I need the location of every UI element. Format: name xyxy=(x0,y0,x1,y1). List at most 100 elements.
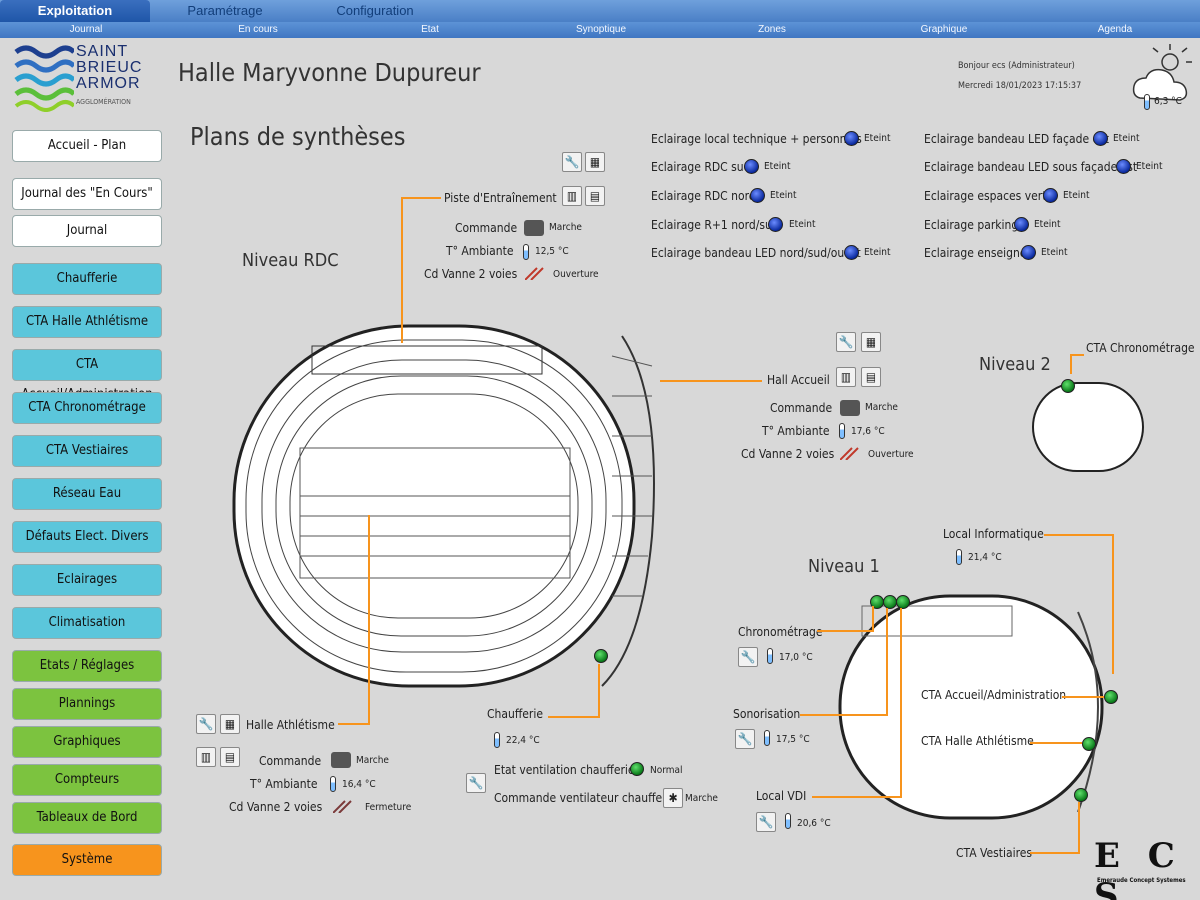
light-lamp-icon[interactable] xyxy=(1043,188,1058,203)
nav-chaufferie[interactable]: Chaufferie xyxy=(12,263,162,295)
wrench-icon[interactable]: 🔧 xyxy=(562,152,582,172)
light-label: Eclairage R+1 nord/sud xyxy=(651,218,779,232)
light-state: Eteint xyxy=(864,247,891,258)
calendar-icon[interactable]: ▦ xyxy=(585,152,605,172)
chart-icon[interactable]: ▥ xyxy=(836,367,856,387)
table-icon[interactable]: ▤ xyxy=(220,747,240,767)
building-title: Halle Maryvonne Dupureur xyxy=(178,58,481,87)
local-vdi-label[interactable]: Local VDI xyxy=(756,789,807,803)
wrench-icon[interactable]: 🔧 xyxy=(756,812,776,832)
vdi-status-lamp[interactable] xyxy=(896,595,910,609)
nav-systeme[interactable]: Système xyxy=(12,844,162,876)
sono-status-lamp[interactable] xyxy=(883,595,897,609)
switch-icon[interactable] xyxy=(524,220,544,236)
cta-vestiaires-status-lamp[interactable] xyxy=(1074,788,1088,802)
thermometer-icon xyxy=(785,813,791,829)
nav-cta-vestiaires[interactable]: CTA Vestiaires xyxy=(12,435,162,467)
callout-line xyxy=(812,608,902,798)
nav-journal[interactable]: Journal xyxy=(12,215,162,247)
wrench-icon[interactable]: 🔧 xyxy=(735,729,755,749)
sono-temp: 17,5 °C xyxy=(776,734,810,745)
chart-icon[interactable]: ▥ xyxy=(562,186,582,206)
tab-configuration[interactable]: Configuration xyxy=(336,3,414,18)
nav-plannings[interactable]: Plannings xyxy=(12,688,162,720)
tab-parametrage[interactable]: Paramétrage xyxy=(187,3,263,18)
chronometrage-label[interactable]: Chronométrage xyxy=(738,625,823,639)
wrench-icon[interactable]: 🔧 xyxy=(738,647,758,667)
light-lamp-icon[interactable] xyxy=(750,188,765,203)
nav-graphiques[interactable]: Graphiques xyxy=(12,726,162,758)
light-lamp-icon[interactable] xyxy=(768,217,783,232)
chart-icon[interactable]: ▥ xyxy=(196,747,216,767)
light-state: Eteint xyxy=(1113,133,1140,144)
label-vanne: Cd Vanne 2 voies xyxy=(229,800,323,814)
table-icon[interactable]: ▤ xyxy=(861,367,881,387)
table-icon[interactable]: ▤ xyxy=(585,186,605,206)
weather-widget: 6,3 °C xyxy=(1132,42,1192,114)
cta-chronometrage-label[interactable]: CTA Chronométrage xyxy=(1086,341,1195,355)
nav-tableaux-de-bord[interactable]: Tableaux de Bord xyxy=(12,802,162,834)
cta-accueil-status-lamp[interactable] xyxy=(1104,690,1118,704)
wrench-icon[interactable]: 🔧 xyxy=(196,714,216,734)
callout-line xyxy=(1044,534,1114,674)
subtab-agenda[interactable]: Agenda xyxy=(1097,24,1133,35)
nav-eclairages[interactable]: Eclairages xyxy=(12,564,162,596)
light-lamp-icon[interactable] xyxy=(844,131,859,146)
light-state: Eteint xyxy=(1041,247,1068,258)
nav-defauts-elect[interactable]: Défauts Elect. Divers xyxy=(12,521,162,553)
tab-exploitation[interactable]: Exploitation xyxy=(0,0,150,22)
subtab-en-cours[interactable]: En cours xyxy=(238,24,278,35)
switch-icon[interactable] xyxy=(840,400,860,416)
cta-halle-status-lamp[interactable] xyxy=(1082,737,1096,751)
ecs-logo: E C S xyxy=(1094,836,1183,900)
zone-halle-title[interactable]: Halle Athlétisme xyxy=(246,718,335,732)
callout-line xyxy=(817,606,874,632)
calendar-icon[interactable]: ▦ xyxy=(220,714,240,734)
light-label: Eclairage bandeau LED sous façade est xyxy=(924,160,1138,174)
wrench-icon[interactable]: 🔧 xyxy=(466,773,486,793)
sonorisation-label[interactable]: Sonorisation xyxy=(733,707,801,721)
nav-cta-accueil-administration[interactable]: CTA Accueil/Administration xyxy=(12,349,162,402)
switch-icon[interactable] xyxy=(331,752,351,768)
weather-temp: 6,3 °C xyxy=(1154,96,1182,107)
chaufferie-temp-value: 22,4 °C xyxy=(506,735,540,746)
nav-etats-reglages[interactable]: Etats / Réglages xyxy=(12,650,162,682)
subtab-synoptique[interactable]: Synoptique xyxy=(575,24,627,35)
zone-hall-title[interactable]: Hall Accueil xyxy=(767,373,830,387)
subtab-journal[interactable]: Journal xyxy=(69,24,103,35)
zone-chaufferie-title[interactable]: Chaufferie xyxy=(487,707,544,721)
cta-vestiaires-label[interactable]: CTA Vestiaires xyxy=(956,846,1033,860)
rdc-plan-drawing xyxy=(232,324,655,688)
cta-halle-label[interactable]: CTA Halle Athlétisme xyxy=(921,734,1034,748)
piste-temp-value: 12,5 °C xyxy=(535,246,569,257)
zone-piste-title[interactable]: Piste d'Entraînement xyxy=(444,191,557,205)
subtab-graphique[interactable]: Graphique xyxy=(920,24,968,35)
callout-line xyxy=(1030,802,1080,854)
nav-accueil-plan[interactable]: Accueil - Plan xyxy=(12,130,162,162)
callout-line xyxy=(338,515,370,725)
local-informatique-label[interactable]: Local Informatique xyxy=(943,527,1044,541)
light-label: Eclairage enseigne xyxy=(924,246,1027,260)
light-lamp-icon[interactable] xyxy=(844,245,859,260)
nav-cta-halle-athletisme[interactable]: CTA Halle Athlétisme xyxy=(12,306,162,338)
nav-cta-chronometrage[interactable]: CTA Chronométrage xyxy=(12,392,162,424)
light-lamp-icon[interactable] xyxy=(1093,131,1108,146)
fan-icon[interactable]: ✱ xyxy=(663,788,683,808)
nav-journal-en-cours[interactable]: Journal des "En Cours" xyxy=(12,178,162,210)
nav-climatisation[interactable]: Climatisation xyxy=(12,607,162,639)
nav-reseau-eau[interactable]: Réseau Eau xyxy=(12,478,162,510)
wrench-icon[interactable]: 🔧 xyxy=(836,332,856,352)
cta-accueil-label[interactable]: CTA Accueil/Administration xyxy=(921,688,1067,702)
light-lamp-icon[interactable] xyxy=(1014,217,1029,232)
nav-compteurs[interactable]: Compteurs xyxy=(12,764,162,796)
chaufferie-status-lamp[interactable] xyxy=(594,649,608,663)
cta-chrono-status-lamp[interactable] xyxy=(1061,379,1075,393)
subtab-zones[interactable]: Zones xyxy=(758,24,786,35)
light-lamp-icon[interactable] xyxy=(744,159,759,174)
callout-line xyxy=(548,664,600,718)
light-lamp-icon[interactable] xyxy=(1021,245,1036,260)
calendar-icon[interactable]: ▦ xyxy=(861,332,881,352)
subtab-etat[interactable]: Etat xyxy=(421,24,439,35)
light-lamp-icon[interactable] xyxy=(1116,159,1131,174)
